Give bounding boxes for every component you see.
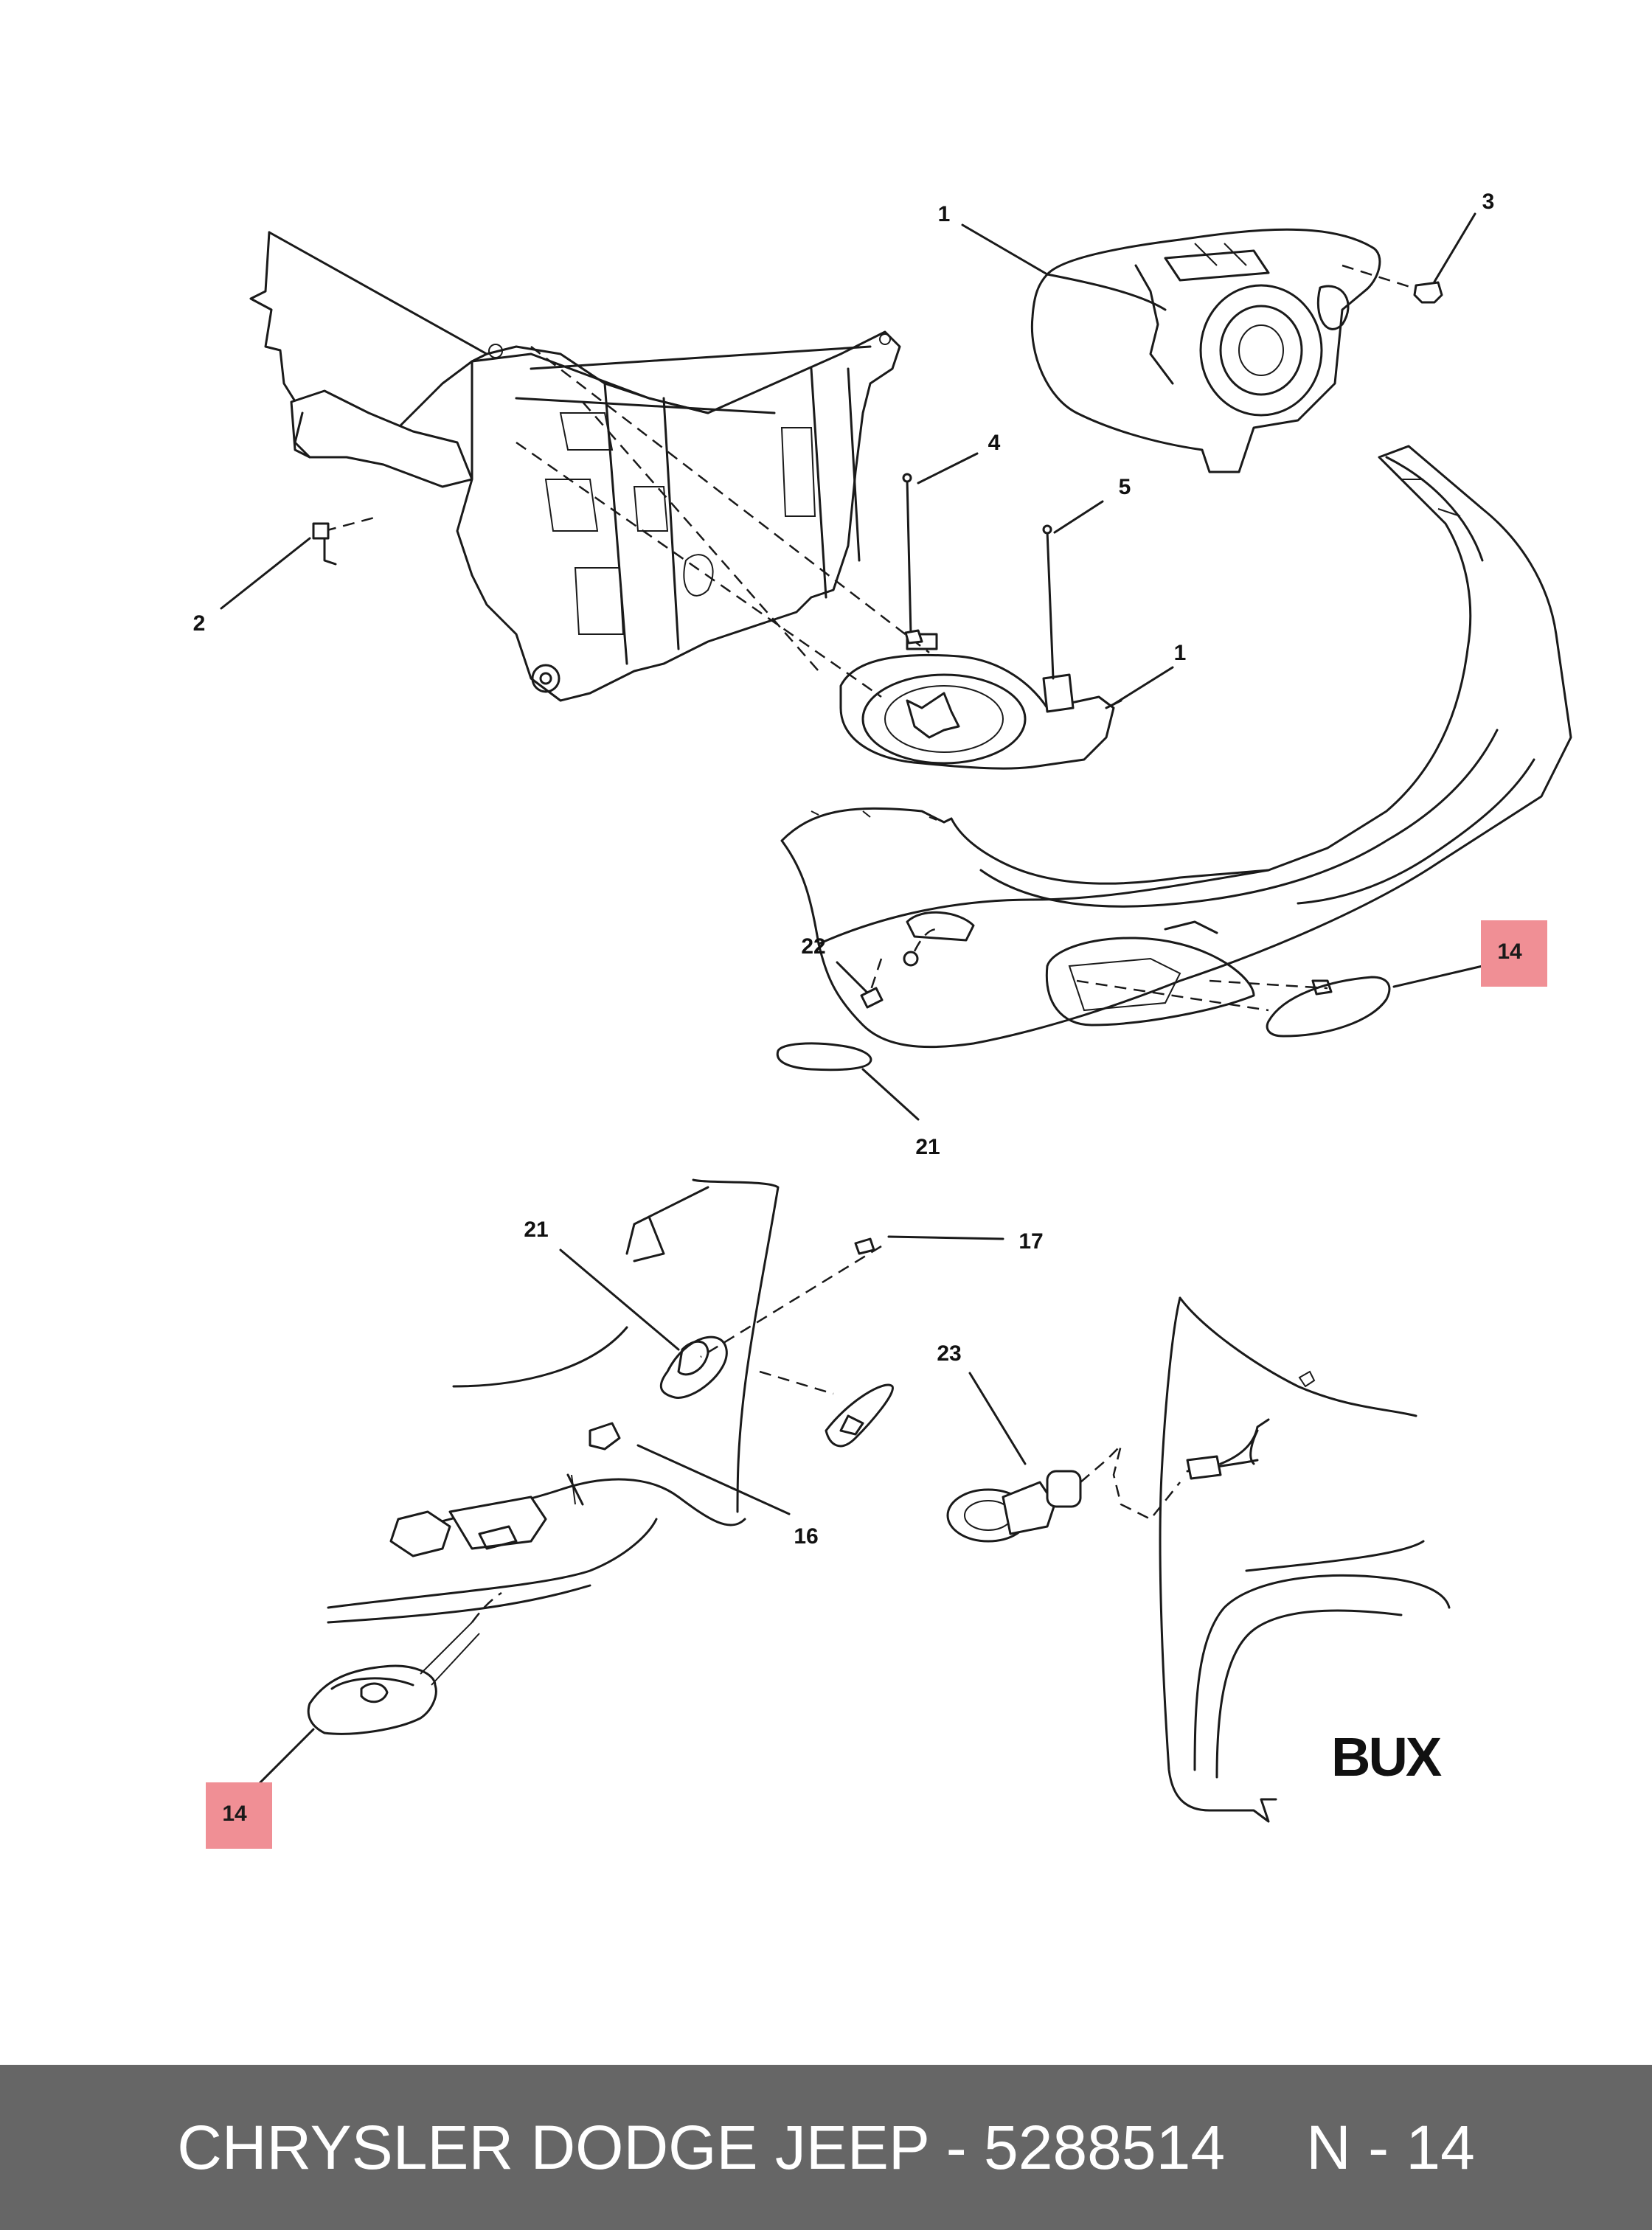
callout-2: 2 [193,611,206,636]
fog-lamp-assembly [839,633,1122,770]
callout-14-lower-highlight: 14 [206,1782,272,1849]
callout-21-upper: 21 [915,1135,940,1159]
clip-17 [854,1237,875,1255]
callout-23: 23 [937,1341,961,1366]
callout-4: 4 [988,431,1001,455]
callouts: 1 3 2 4 5 1 22 21 21 17 23 16 14 14 BUX [193,190,1547,1849]
code-label: BUX [1331,1726,1442,1788]
callout-5: 5 [1119,475,1131,499]
bulb-socket-22 [860,951,919,1009]
radiator-support-assembly [249,231,901,702]
headlamp-assembly [1030,228,1443,473]
callout-22: 22 [801,934,825,959]
footer-bar: CHRYSLER DODGE JEEP - 5288514 N - 14 [0,2065,1652,2230]
callout-21-lower: 21 [524,1218,548,1242]
bumper-fascia [780,445,1572,1049]
side-marker-lamp-right [1266,976,1391,1038]
leader-lines [220,212,1484,1786]
bolt-5 [1042,524,1055,680]
clip-2 [312,522,337,566]
callout-1-foglamp: 1 [1174,641,1187,665]
assembly-lines [324,264,1413,1623]
callout-3: 3 [1482,190,1495,214]
callout-1-headlamp: 1 [938,202,951,226]
callout-17: 17 [1018,1229,1043,1254]
callout-14-lower: 14 [222,1802,247,1826]
callout-16: 16 [794,1524,818,1549]
parts-diagram: 1 3 2 4 5 1 22 21 21 17 23 16 14 14 BUX [193,190,1572,1849]
side-marker-lamp-left [776,1042,872,1071]
callout-14-upper: 14 [1497,939,1522,964]
footer-ref: N - 14 [1306,2112,1475,2182]
bolt-4 [902,473,923,645]
callout-14-upper-highlight: 14 [1481,920,1547,987]
footer-brand-part: CHRYSLER DODGE JEEP - 5288514 [177,2112,1226,2182]
bulb-assembly-23 [946,1442,1181,1543]
fender-corner-assembly [307,1178,894,1735]
front-fender-right [1159,1296,1451,1823]
